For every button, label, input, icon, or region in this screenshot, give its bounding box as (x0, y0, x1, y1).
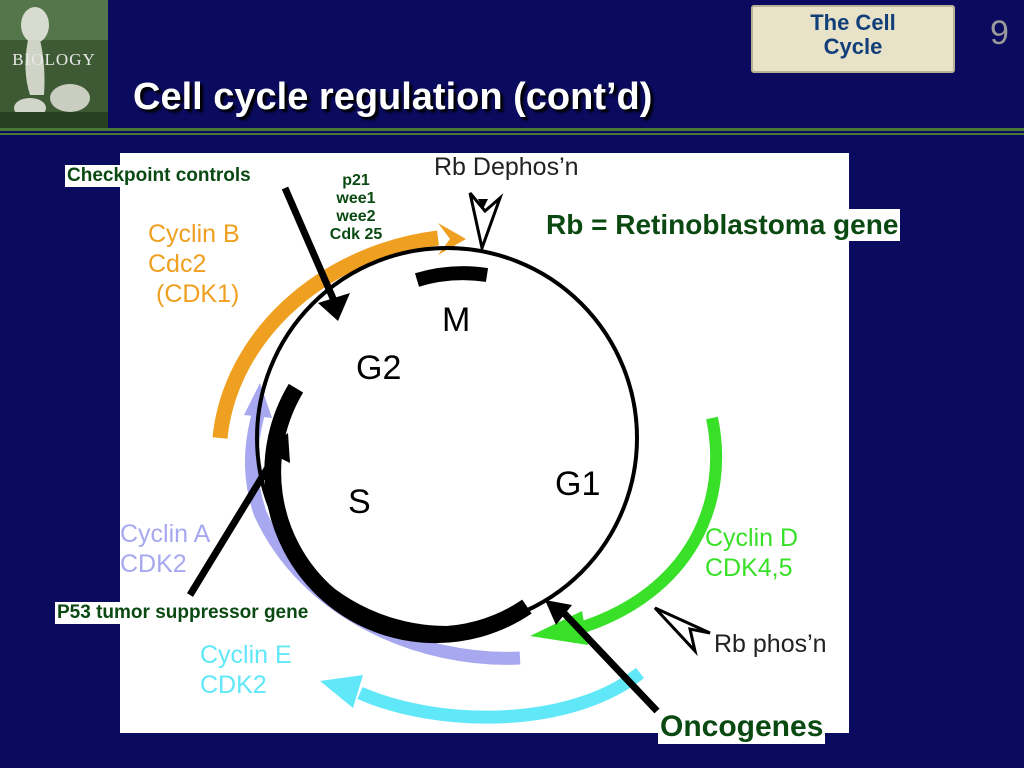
cyclin-e-name: Cyclin E (200, 641, 292, 669)
cyclin-b-label: Cyclin B Cdc2 (CDK1) (148, 219, 240, 309)
checkpoint-arrow (281, 186, 339, 305)
checkpoint-controls-label: Checkpoint controls (65, 165, 253, 187)
cyclin-b-alias: (CDK1) (156, 280, 240, 308)
s-phase-mark (264, 383, 532, 644)
header-rule-secondary (0, 133, 1024, 135)
cyclin-e-arrowhead (320, 675, 363, 708)
regulator-wee2: wee2 (336, 208, 376, 225)
cyclin-e-arrow (357, 667, 645, 724)
page-number: 9 (990, 14, 1009, 52)
oncogenes-label: Oncogenes (658, 710, 826, 744)
rb-definition-label: Rb = Retinoblastoma gene (544, 209, 901, 241)
section-badge-line-1: The Cell (810, 10, 896, 35)
cyclin-e-label: Cyclin E CDK2 (200, 640, 292, 700)
phase-s-label: S (348, 483, 371, 521)
cyclin-e-kinase: CDK2 (200, 671, 267, 699)
regulator-cdk25: Cdk 25 (329, 226, 383, 243)
rb-dephos-arrow (468, 192, 504, 254)
phase-g2-label: G2 (356, 349, 402, 387)
cyclin-d-label: Cyclin D CDK4,5 (705, 523, 798, 583)
regulator-list: p21 wee1 wee2 Cdk 25 (313, 172, 399, 244)
cyclin-a-name: Cyclin A (120, 520, 211, 548)
cyclin-b-kinase: Cdc2 (148, 250, 207, 278)
p53-label: P53 tumor suppressor gene (55, 602, 311, 624)
regulator-p21: p21 (342, 172, 370, 189)
m-phase-mark (414, 266, 489, 287)
rb-phos-label: Rb phos’n (714, 630, 827, 658)
cyclin-d-name: Cyclin D (705, 524, 799, 552)
p53-arrow (187, 449, 281, 597)
rb-phos-arrow (653, 606, 711, 657)
cyclin-a-label: Cyclin A CDK2 (120, 519, 210, 579)
rb-dephos-label: Rb Dephos’n (434, 153, 579, 181)
section-badge: The Cell Cycle (751, 5, 955, 73)
cyclin-d-arrow (578, 416, 723, 634)
book-title: BIOLOGY (12, 50, 96, 69)
slide-title: Cell cycle regulation (cont’d) (133, 76, 653, 118)
book-cover-image: BIOLOGY (0, 0, 108, 130)
phase-m-label: M (442, 301, 471, 339)
section-badge-line-2: Cycle (823, 34, 883, 59)
cyclin-a-arrowhead (244, 383, 272, 418)
oncogenes-arrow (559, 608, 660, 714)
cyclin-a-arrow (244, 413, 521, 665)
cyclin-d-kinase: CDK4,5 (705, 554, 793, 582)
header-rule (0, 128, 1024, 131)
regulator-wee1: wee1 (336, 190, 376, 207)
cyclin-b-arrow (212, 230, 439, 439)
cyclin-b-name: Cyclin B (148, 220, 240, 248)
cell-cycle-diagram: M G2 S G1 Cyclin B Cdc2 (CDK1) Cyclin A … (120, 153, 849, 733)
cyclin-a-kinase: CDK2 (120, 550, 187, 578)
phase-g1-label: G1 (555, 465, 601, 503)
